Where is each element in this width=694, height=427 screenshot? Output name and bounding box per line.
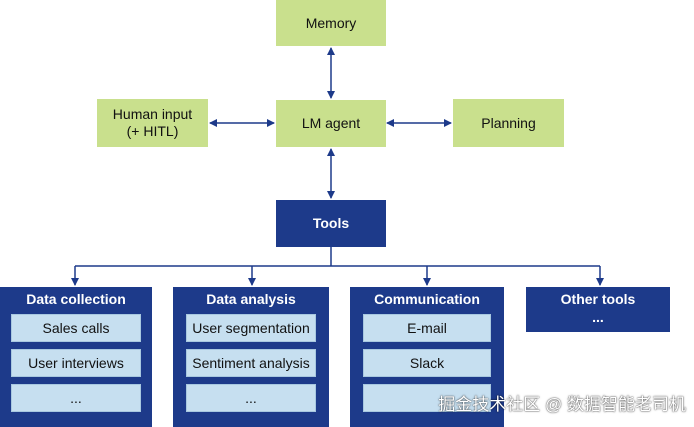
group-other-tools: Other tools ... <box>526 287 670 332</box>
memory-node: Memory <box>276 0 386 46</box>
group-communication: Communication E-mail Slack <box>350 287 504 427</box>
planning-label: Planning <box>481 114 536 131</box>
tool-item: ... <box>11 384 141 412</box>
tool-item <box>363 384 491 412</box>
group-title: Data collection <box>26 291 126 307</box>
lm-agent-node: LM agent <box>276 100 386 147</box>
hitl-label: (+ HITL) <box>126 123 179 139</box>
tools-label: Tools <box>312 215 350 232</box>
tool-item: Sentiment analysis <box>186 349 316 377</box>
tool-item: Slack <box>363 349 491 377</box>
tool-item: Sales calls <box>11 314 141 342</box>
tools-node: Tools <box>276 200 386 247</box>
tool-item: E-mail <box>363 314 491 342</box>
memory-label: Memory <box>305 14 357 31</box>
human-input-node: Human input (+ HITL) <box>97 99 208 147</box>
watermark: 掘金技术社区 @ 数据智能老司机 <box>438 395 686 414</box>
group-data-analysis: Data analysis User segmentation Sentimen… <box>173 287 329 427</box>
group-title: Communication <box>374 291 480 307</box>
group-data-collection: Data collection Sales calls User intervi… <box>0 287 152 427</box>
human-input-label: Human input <box>112 106 193 123</box>
lm-agent-label: LM agent <box>301 115 361 132</box>
tool-item: User interviews <box>11 349 141 377</box>
other-tools-ellipsis: ... <box>592 309 604 325</box>
group-title: Data analysis <box>206 291 296 307</box>
tool-item: ... <box>186 384 316 412</box>
group-title: Other tools <box>560 291 636 307</box>
planning-node: Planning <box>453 99 564 147</box>
tool-item: User segmentation <box>186 314 316 342</box>
